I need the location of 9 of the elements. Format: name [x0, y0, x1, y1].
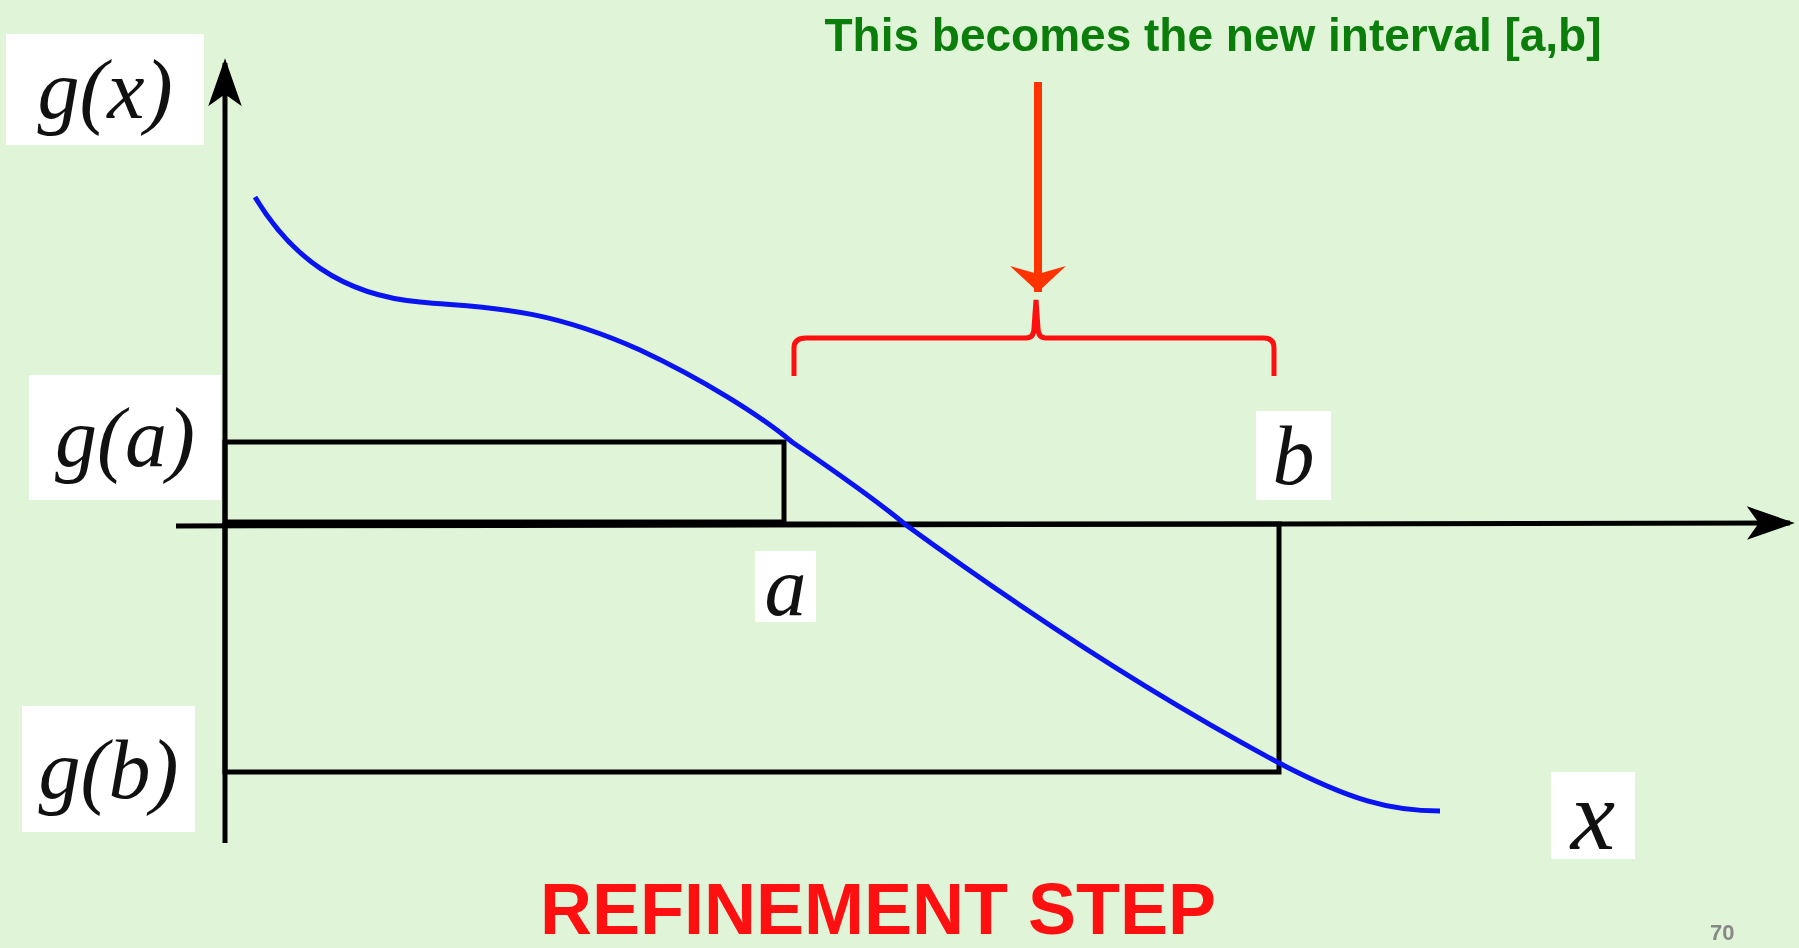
page-number: 70 — [1710, 920, 1735, 946]
axis-label: x — [1551, 772, 1635, 859]
heading-text: This becomes the new interval [a,b] — [760, 8, 1666, 64]
value-label: g(a) — [29, 375, 221, 500]
axis-label: g(x) — [6, 34, 204, 145]
point-label: a — [755, 551, 816, 622]
caption: REFINEMENT STEP — [540, 868, 1217, 948]
value-label: g(b) — [22, 706, 195, 832]
point-label: b — [1256, 411, 1331, 500]
